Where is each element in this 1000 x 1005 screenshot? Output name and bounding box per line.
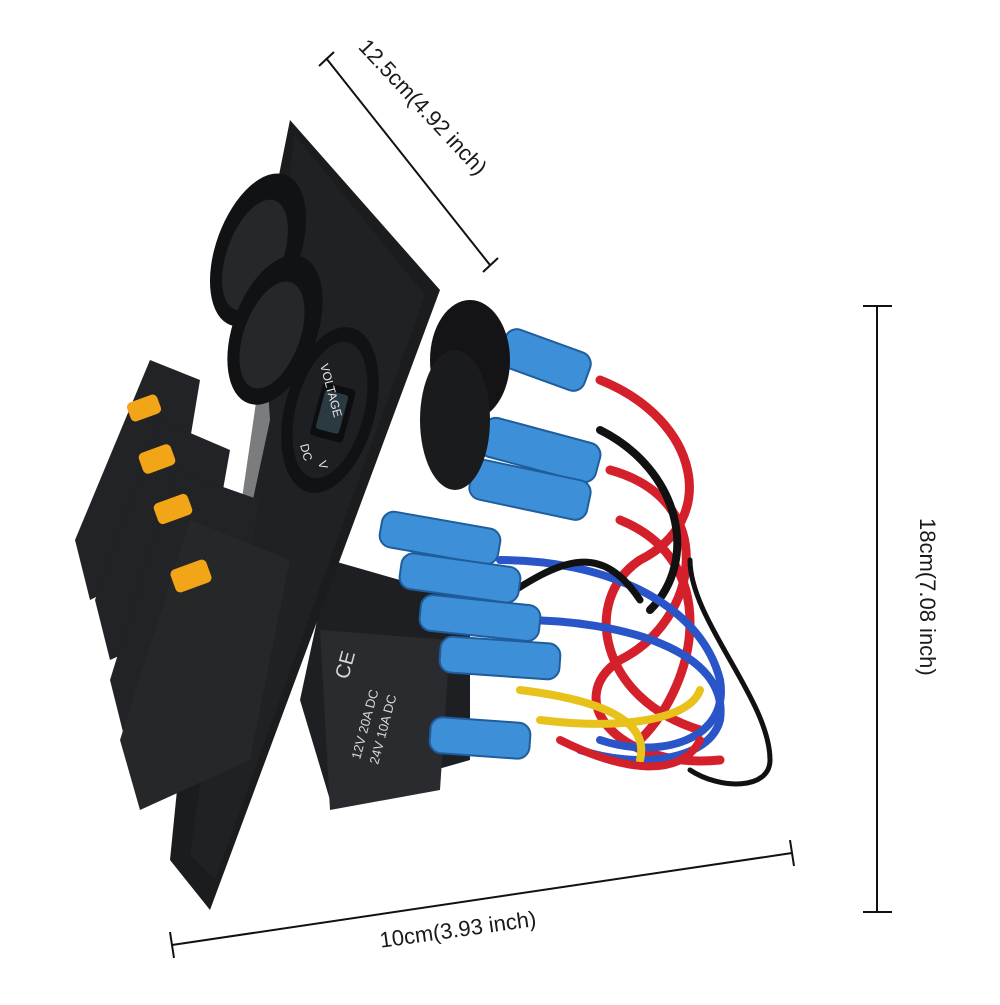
dimension-line-bottom	[169, 839, 795, 959]
dimension-line-right	[863, 305, 892, 913]
connectors	[378, 328, 602, 760]
voltmeter	[281, 327, 379, 493]
rocker-switches	[75, 360, 290, 810]
dimension-label-right: 18cm(7.08 inch)	[915, 518, 940, 676]
wires	[496, 375, 773, 787]
rocker-switch-4	[120, 520, 290, 810]
socket-nut	[420, 300, 510, 490]
voltmeter-unit-v: V	[315, 459, 331, 470]
voltmeter-unit-dc: DC	[297, 442, 315, 463]
dimension-line-top	[318, 51, 499, 273]
